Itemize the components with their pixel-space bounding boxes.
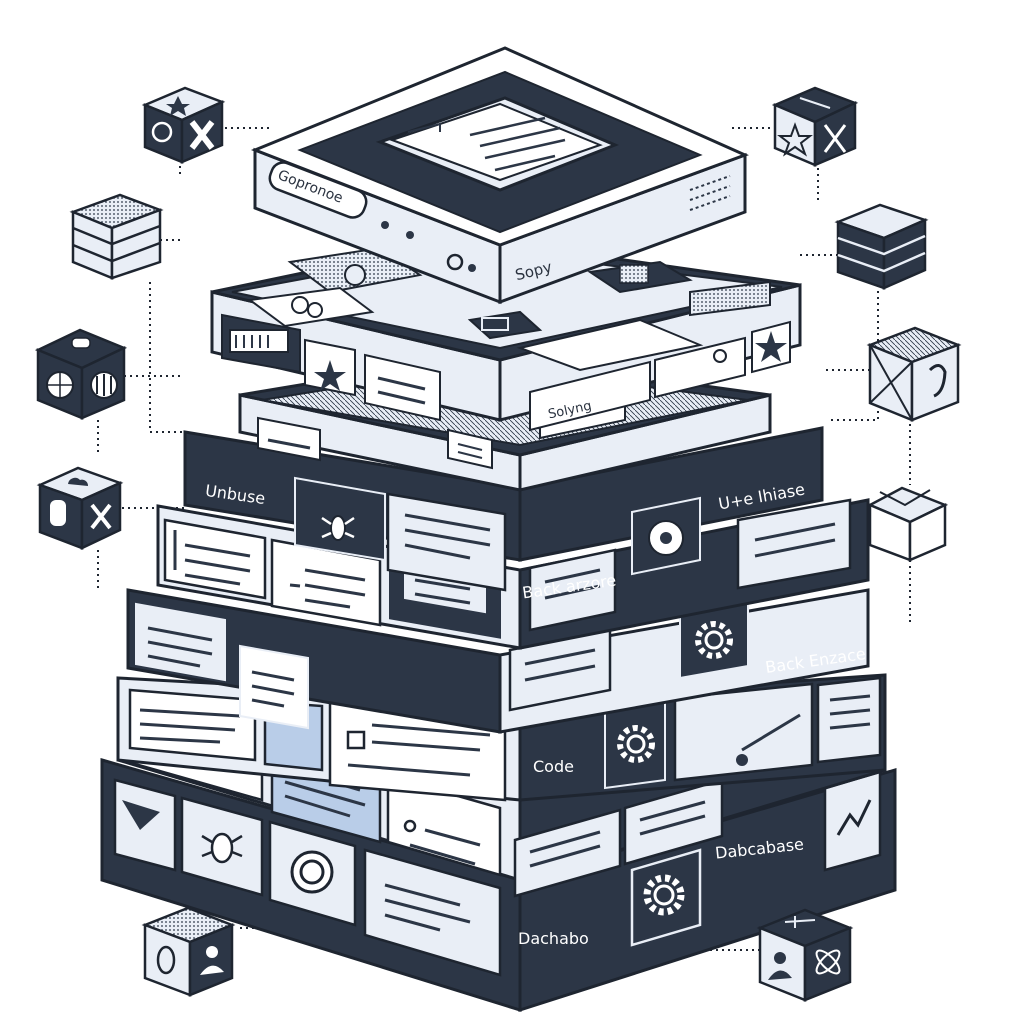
target-icon <box>290 850 334 894</box>
chart-icon <box>836 799 872 836</box>
triangle-icon <box>122 800 160 830</box>
globe-icon <box>46 371 74 399</box>
cloud-icon <box>68 477 89 486</box>
package-icon <box>867 486 949 562</box>
hook-icon <box>928 364 947 398</box>
grid-icon <box>90 371 118 399</box>
atom-icon <box>815 949 841 975</box>
crate-icon <box>866 326 962 422</box>
globe-cube-icon <box>34 328 128 420</box>
tier-6 <box>100 758 897 1013</box>
server-badge <box>268 161 368 219</box>
gear-icon <box>643 874 685 916</box>
floating-cube-bottom-right <box>756 908 854 1002</box>
cloud-cube-icon <box>36 466 124 550</box>
user-icon <box>200 946 224 975</box>
server-stack-icon <box>69 193 164 280</box>
floating-cube-top-right <box>771 86 859 167</box>
tier6-label: Dachabo <box>518 929 589 948</box>
flower-icon <box>648 520 684 556</box>
top-server <box>250 46 749 305</box>
floating-cube-bottom-left <box>141 906 236 997</box>
connector-lines <box>97 127 911 951</box>
tier-3 <box>126 588 870 734</box>
bug-icon <box>201 832 243 864</box>
tier4-label: Code <box>533 757 574 776</box>
upper-tray <box>210 236 802 432</box>
right-server-stack-icon <box>834 203 929 290</box>
star-icon <box>314 360 346 391</box>
floating-cube-top-left <box>141 86 226 164</box>
x-icon <box>90 503 112 530</box>
